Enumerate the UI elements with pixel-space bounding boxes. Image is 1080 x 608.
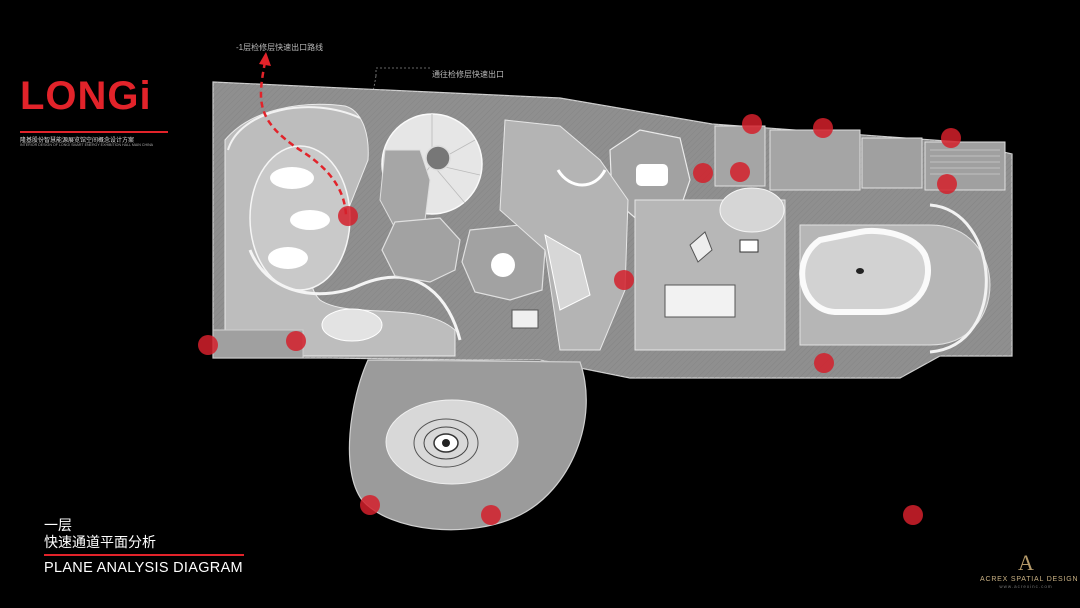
route-annotation: -1层检修层快速出口路线 (236, 43, 324, 52)
exit-marker (937, 174, 957, 194)
exit-marker (742, 114, 762, 134)
curved-wall-2 (248, 249, 462, 341)
exit-marker (814, 353, 834, 373)
right-oval-track (799, 227, 931, 315)
route-arrowhead (259, 52, 271, 66)
round-hall-rays (399, 114, 481, 206)
exit-marker (338, 206, 358, 226)
exit-leader-line (375, 67, 430, 76)
exit-marker (941, 128, 961, 148)
pod-2 (290, 210, 330, 230)
disc-center (442, 439, 450, 447)
room-3-table (636, 164, 668, 186)
right-curved-wall (929, 203, 988, 354)
title-cn: 快速通道平面分析 (44, 534, 156, 550)
round-hall-core (425, 145, 451, 171)
longi-logo: LONGi 隆基股份智慧能源展览馆空间概念设计方案 INTERIOR DESIG… (20, 74, 172, 147)
exit-marker (693, 163, 713, 183)
middle-hall-kiosk (739, 239, 759, 253)
escape-route (259, 61, 348, 216)
middle-hall-diamond (689, 231, 713, 263)
exit-marker (286, 331, 306, 351)
room-2-disc (491, 253, 515, 277)
exit-marker (198, 335, 218, 355)
stair-block (924, 141, 1006, 191)
middle-hall-display (664, 284, 736, 318)
exit-marker (813, 118, 833, 138)
title-rule (44, 554, 244, 556)
logo-wordmark: LONGi (20, 74, 152, 118)
gallery-arc (556, 169, 607, 187)
restroom-block (861, 137, 923, 189)
exit-marker (614, 270, 634, 290)
exit-marker (360, 495, 380, 515)
acrex-brand: A ACREX SPATIAL DESIGN www.acrexinc.com (980, 550, 1079, 590)
logo-cn-subtitle: 隆基股份智慧能源展览馆空间概念设计方案 (20, 138, 135, 144)
right-oval-center (856, 268, 864, 274)
pod-1 (270, 167, 314, 189)
exit-marker (903, 505, 923, 525)
exit-marker (481, 505, 501, 525)
logo-en-subtitle: INTERIOR DESIGN OF LONGI SMART ENERGY EX… (20, 143, 154, 147)
gallery-box (511, 309, 539, 329)
disc-ring-mid (423, 426, 469, 460)
brand-mark: A (1018, 550, 1034, 575)
brand-url: www.acrexinc.com (999, 584, 1053, 589)
diagram-title-block: 一层 快速通道平面分析 PLANE ANALYSIS DIAGRAM (44, 517, 244, 576)
lower-oval-pod (321, 308, 383, 342)
middle-hall-feature (719, 187, 785, 233)
stair-treads (930, 149, 1000, 175)
angled-gallery (499, 119, 629, 351)
curved-wall-1 (227, 106, 361, 151)
gallery-ramp (544, 234, 591, 311)
title-en: PLANE ANALYSIS DIAGRAM (44, 560, 243, 576)
floor-label: 一层 (44, 517, 72, 533)
octagon-room-1 (381, 217, 461, 283)
exit-marker (730, 162, 750, 182)
disc-ring-outer (413, 418, 479, 468)
exit-markers (198, 114, 961, 525)
brand-name: ACREX SPATIAL DESIGN (980, 576, 1079, 583)
exit-annotation: 通往检修层快速出口 (432, 70, 504, 79)
pod-3 (268, 247, 308, 269)
top-room-2 (769, 129, 861, 191)
logo-rule (20, 131, 168, 133)
